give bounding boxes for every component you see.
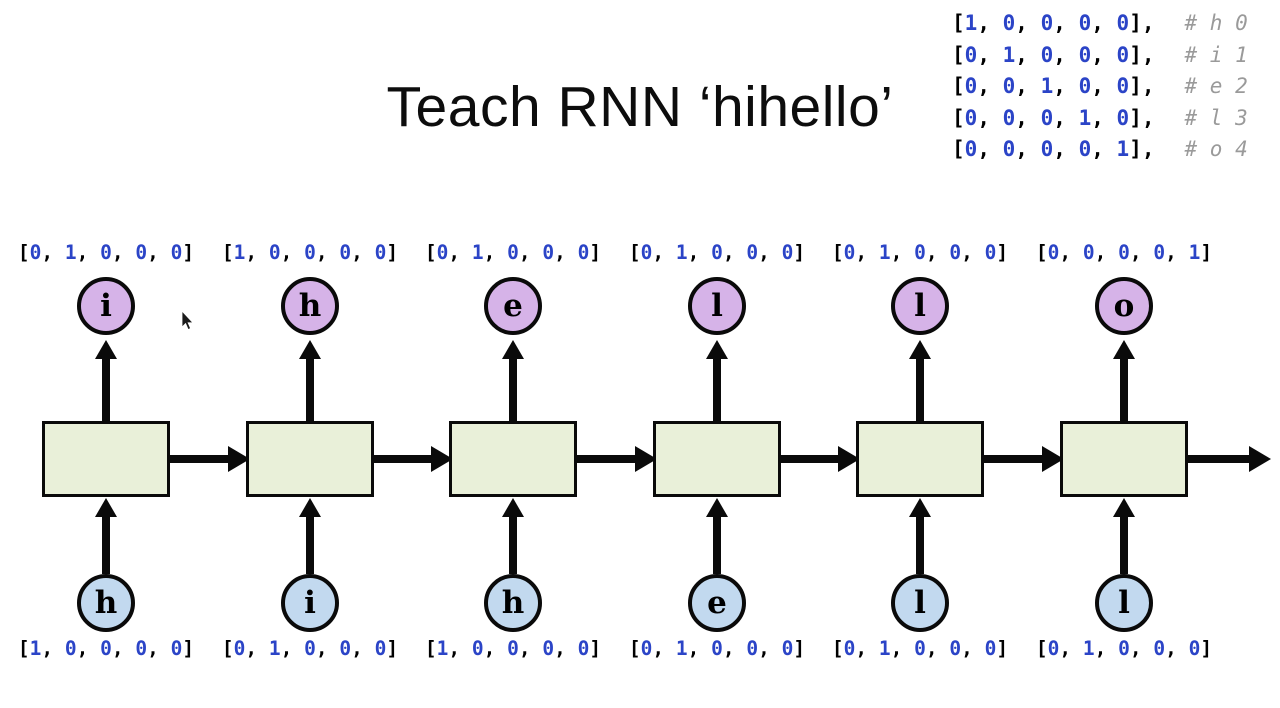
- output-vector: [0, 1, 0, 0, 0]: [17, 241, 195, 264]
- output-node[interactable]: l: [688, 277, 746, 335]
- input-node-label: i: [304, 584, 316, 621]
- onehot-vector: [0, 0, 0, 1, 0],: [952, 105, 1155, 130]
- input-node[interactable]: e: [688, 574, 746, 632]
- onehot-row: [0, 1, 0, 0, 0], # i 1: [952, 40, 1248, 72]
- onehot-row: [0, 0, 1, 0, 0], # e 2: [952, 71, 1248, 103]
- input-node[interactable]: l: [1095, 574, 1153, 632]
- rnn-cell[interactable]: [1060, 421, 1188, 497]
- input-vector: [0, 1, 0, 0, 0]: [628, 637, 806, 660]
- output-node[interactable]: o: [1095, 277, 1153, 335]
- onehot-row: [0, 0, 0, 0, 1], # o 4: [952, 134, 1248, 166]
- output-node[interactable]: i: [77, 277, 135, 335]
- output-vector: [0, 1, 0, 0, 0]: [424, 241, 602, 264]
- onehot-vector: [0, 0, 0, 0, 1],: [952, 137, 1155, 161]
- onehot-vector: [0, 0, 1, 0, 0],: [952, 74, 1155, 98]
- rnn-cell[interactable]: [246, 421, 374, 497]
- output-node-label: i: [100, 287, 112, 324]
- output-vector: [1, 0, 0, 0, 0]: [221, 241, 399, 264]
- onehot-row: [0, 0, 0, 1, 0], # l 3: [952, 103, 1248, 135]
- output-node-label: o: [1113, 287, 1135, 324]
- onehot-vector: [0, 1, 0, 0, 0],: [952, 42, 1155, 67]
- onehot-comment: # e 2: [1184, 74, 1248, 98]
- input-node-label: h: [501, 584, 525, 621]
- output-vector: [0, 1, 0, 0, 0]: [831, 241, 1009, 264]
- input-node-label: l: [914, 584, 926, 621]
- onehot-comment: # i 1: [1184, 42, 1248, 67]
- input-node-label: h: [94, 584, 118, 621]
- input-vector: [1, 0, 0, 0, 0]: [17, 637, 195, 660]
- output-vector: [0, 1, 0, 0, 0]: [628, 241, 806, 264]
- input-vector: [0, 1, 0, 0, 0]: [831, 637, 1009, 660]
- page-title: Teach RNN ‘hihello’: [386, 75, 894, 139]
- input-vector: [0, 1, 0, 0, 0]: [1035, 637, 1213, 660]
- input-node[interactable]: h: [484, 574, 542, 632]
- onehot-vector: [1, 0, 0, 0, 0],: [952, 11, 1155, 35]
- output-node-label: e: [503, 287, 523, 324]
- rnn-cell[interactable]: [856, 421, 984, 497]
- output-vector: [0, 0, 0, 0, 1]: [1035, 241, 1213, 264]
- rnn-cell[interactable]: [449, 421, 577, 497]
- input-vector: [1, 0, 0, 0, 0]: [424, 637, 602, 660]
- output-node[interactable]: h: [281, 277, 339, 335]
- output-node-label: l: [711, 287, 723, 324]
- output-node-label: h: [298, 287, 322, 324]
- onehot-comment: # o 4: [1184, 137, 1248, 161]
- onehot-comment: # h 0: [1184, 11, 1248, 35]
- input-node[interactable]: i: [281, 574, 339, 632]
- onehot-row: [1, 0, 0, 0, 0], # h 0: [952, 8, 1248, 40]
- input-node-label: e: [707, 584, 727, 621]
- mouse-cursor-icon: [182, 311, 194, 331]
- onehot-encoding-table: [1, 0, 0, 0, 0], # h 0 [0, 1, 0, 0, 0], # i…: [952, 8, 1248, 166]
- input-node[interactable]: l: [891, 574, 949, 632]
- output-node[interactable]: e: [484, 277, 542, 335]
- input-node-label: l: [1118, 584, 1130, 621]
- output-node[interactable]: l: [891, 277, 949, 335]
- input-node[interactable]: h: [77, 574, 135, 632]
- rnn-cell[interactable]: [42, 421, 170, 497]
- onehot-comment: # l 3: [1184, 105, 1248, 130]
- output-node-label: l: [914, 287, 926, 324]
- input-vector: [0, 1, 0, 0, 0]: [221, 637, 399, 660]
- rnn-cell[interactable]: [653, 421, 781, 497]
